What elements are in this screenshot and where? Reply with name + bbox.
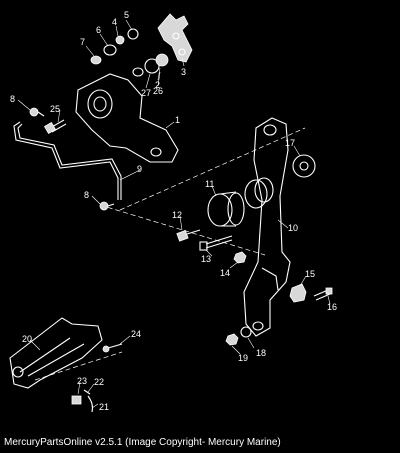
- large-washer-part-17: [292, 154, 316, 178]
- callout-14: 14: [220, 268, 230, 278]
- callout-8-upper: 8: [10, 94, 15, 104]
- lever-bushing: [244, 177, 274, 209]
- callout-1: 1: [175, 115, 180, 125]
- callout-24: 24: [131, 329, 141, 339]
- bolt-part-12: [176, 229, 201, 242]
- leader-lines: [17, 19, 331, 409]
- long-bolt-part-13: [199, 235, 233, 251]
- washer-part-18: [240, 326, 252, 338]
- callout-22: 22: [94, 377, 104, 387]
- copyright-caption: MercuryPartsOnline v2.5.1 (Image Copyrig…: [4, 437, 281, 448]
- main-bracket-part: [75, 73, 179, 163]
- screw-part-16: [313, 287, 333, 301]
- callout-20: 20: [22, 334, 32, 344]
- block-part-15: [289, 283, 307, 303]
- lower-bracket-part: [9, 317, 103, 389]
- callout-7: 7: [80, 37, 85, 47]
- callout-23: 23: [77, 376, 87, 386]
- callout-17: 17: [285, 138, 295, 148]
- shift-rod-part: [13, 121, 122, 200]
- bushing-part-11: [207, 191, 245, 227]
- nut-part-14: [233, 251, 247, 264]
- callout-6: 6: [96, 25, 101, 35]
- shift-lever-part: [157, 13, 193, 63]
- screw-part-25: [43, 119, 67, 135]
- callout-3: 3: [181, 67, 186, 77]
- callout-12: 12: [172, 210, 182, 220]
- callout-13: 13: [201, 254, 211, 264]
- assembly-dashed-lines: [34, 127, 306, 381]
- callout-2: 2: [155, 80, 160, 90]
- callout-19: 19: [238, 353, 248, 363]
- screw-part-24: [102, 343, 123, 353]
- callout-26: 26: [153, 86, 163, 96]
- callout-9: 9: [137, 164, 142, 174]
- callout-8-lower: 8: [84, 190, 89, 200]
- clip-part-21: [87, 395, 94, 413]
- callout-27: 27: [141, 88, 151, 98]
- block-part-23: [71, 395, 82, 405]
- washers-and-bushings: [90, 28, 169, 77]
- callout-21: 21: [99, 402, 109, 412]
- callout-5: 5: [124, 10, 129, 20]
- long-lever-arm-part: [243, 117, 291, 337]
- rod-clip-lower: [99, 201, 115, 211]
- callout-10: 10: [288, 223, 298, 233]
- callout-11: 11: [205, 179, 214, 189]
- clip-part-22: [83, 389, 91, 395]
- callout-4: 4: [112, 17, 117, 27]
- callout-18: 18: [256, 348, 266, 358]
- callout-25: 25: [50, 104, 60, 114]
- nut-part-19: [225, 333, 239, 346]
- callout-15: 15: [305, 269, 315, 279]
- callout-labels: 1 2 3 4 5 6 7 8 8 9 10 11 12 13 14 15 16…: [10, 10, 337, 412]
- rod-clip-upper: [29, 107, 45, 117]
- callout-16: 16: [327, 302, 337, 312]
